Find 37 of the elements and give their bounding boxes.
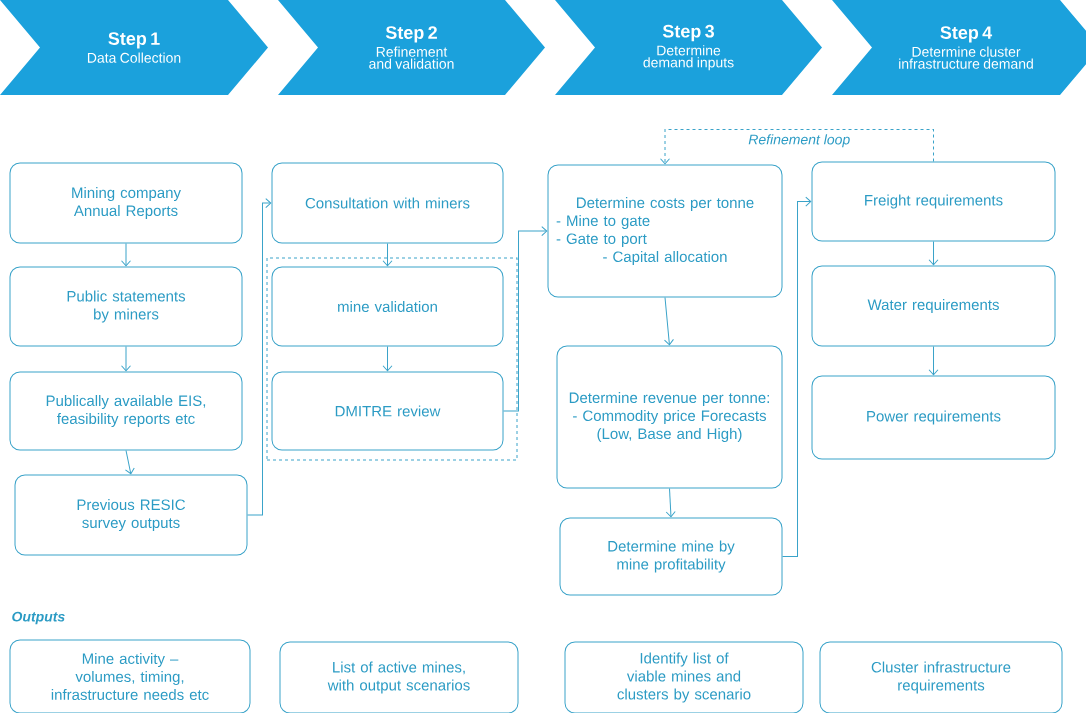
arrow bbox=[382, 346, 393, 372]
output-box: Identify list of viable mines and clusters by scenario bbox=[564, 641, 804, 713]
process-box: Previous RESIC survey outputs bbox=[14, 474, 248, 556]
output-box: Mine activity – volumes, timing, infrastructure needs etc bbox=[9, 639, 251, 713]
output-box: Cluster infrastructure requirements bbox=[819, 641, 1063, 713]
arrow bbox=[782, 196, 812, 557]
arrow bbox=[503, 226, 548, 412]
arrow bbox=[665, 488, 676, 518]
process-box: Public statements by miners bbox=[9, 266, 243, 347]
step-banner: Step 3 Determine demand inputs bbox=[555, 0, 822, 95]
output-box: List of active mines, with output scenarios bbox=[279, 641, 519, 713]
arrow bbox=[121, 243, 131, 267]
process-box: mine validation bbox=[271, 266, 504, 347]
step-banner: Step 2 Refinement and validation bbox=[278, 0, 545, 95]
dashed-group-box bbox=[266, 257, 518, 461]
step-banner: Step 4 Determine cluster infrastructure demand bbox=[832, 0, 1086, 95]
process-box: Determine costs per tonne - Mine to gate - Gate to port - Capital allocation bbox=[547, 164, 783, 298]
arrow bbox=[124, 450, 135, 475]
arrow bbox=[928, 346, 939, 376]
step-banner: Step 1 Data Collection bbox=[0, 0, 268, 95]
arrow bbox=[660, 129, 934, 165]
process-box: Determine mine by mine profitability bbox=[559, 517, 783, 596]
process-box: Water requirements bbox=[811, 265, 1056, 347]
process-box: DMITRE review bbox=[271, 371, 504, 451]
section-heading: Outputs bbox=[12, 611, 65, 625]
edge-label: Refinement loop bbox=[748, 134, 850, 148]
process-box: Freight requirements bbox=[811, 161, 1056, 242]
arrow bbox=[247, 198, 272, 516]
process-box: Power requirements bbox=[811, 375, 1056, 460]
arrow bbox=[928, 241, 939, 266]
process-box: Mining company Annual Reports bbox=[9, 162, 243, 244]
process-box: Determine revenue per tonne: - Commodity price Forecasts (Low, Base and High) bbox=[556, 345, 783, 489]
arrow bbox=[382, 243, 393, 267]
process-box: Publically available EIS, feasibility reports etc bbox=[9, 371, 243, 451]
process-box: Consultation with miners bbox=[271, 162, 504, 244]
arrow bbox=[664, 297, 674, 346]
arrow bbox=[121, 346, 131, 372]
